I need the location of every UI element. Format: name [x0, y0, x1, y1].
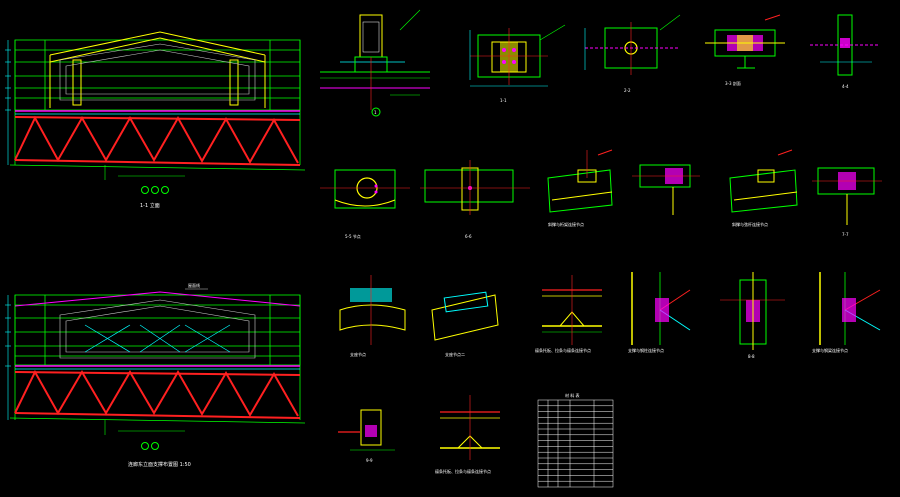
top-elevation-inner-frame [59, 43, 256, 101]
detail-18: 9-9 [338, 409, 395, 463]
detail-13-title: 支座节点二 [445, 351, 465, 357]
bottom-elevation-roofline [14, 291, 301, 307]
detail-11: 7-7 [812, 167, 882, 237]
detail-5: 4-4 [810, 14, 880, 89]
material-table: 材 料 表 [537, 392, 614, 488]
bottom-elevation-inner-frame [59, 299, 256, 359]
detail-13: 支座节点二 [431, 291, 499, 357]
bottom-elevation-view: 屋面线 [5, 282, 306, 468]
detail-14: 檩条托板、拉条与檩条连接节点 [535, 275, 602, 353]
detail-3: 2-2 [584, 14, 681, 93]
detail-4-title: 3-3 剖面 [725, 80, 741, 86]
detail-4: 3-3 剖面 [705, 14, 785, 86]
axis-bubble-d [141, 442, 149, 450]
material-table-title: 材 料 表 [565, 392, 580, 398]
bottom-roof-label: 屋面线 [188, 282, 200, 288]
axis-bubble-b [151, 186, 159, 194]
detail-5-title: 4-4 [842, 84, 849, 89]
detail-11-title: 7-7 [842, 232, 849, 237]
material-table-border [537, 399, 614, 488]
detail-8: 斜撑与桁架连接节点 [547, 149, 613, 227]
axis-bubble-a [141, 186, 149, 194]
top-elevation-view: 1-1 立面 [5, 31, 306, 209]
top-elevation-title: 1-1 立面 [140, 202, 160, 209]
detail-8-title: 斜撑与桁架连接节点 [548, 221, 584, 227]
detail-10: 斜撑与弦杆连接节点 [729, 149, 798, 227]
bottom-elevation-frame [14, 294, 301, 420]
detail-10-title: 斜撑与弦杆连接节点 [732, 221, 768, 227]
detail-6: 5-5 节点 [320, 169, 410, 239]
detail-18-title: 9-9 [366, 458, 373, 463]
detail-15: 支撑与钢柱连接节点 [628, 272, 691, 353]
detail-2-title: 1-1 [500, 98, 507, 103]
detail-12: 支座节点 [339, 275, 406, 357]
detail-1-title: 1 [374, 110, 377, 115]
top-elevation-frame [14, 39, 301, 165]
detail-2: 1-1 [469, 24, 566, 103]
top-elevation-ground [9, 164, 306, 171]
axis-bubble-e [151, 442, 159, 450]
detail-15-title: 支撑与钢柱连接节点 [628, 347, 664, 353]
detail-19: 檩条托板、拉条与檩条连接节点 [435, 395, 500, 474]
bottom-elevation-bracing [84, 324, 231, 353]
top-elevation-truss [14, 115, 301, 166]
detail-9 [632, 164, 700, 215]
detail-17: 支撑与钢梁连接节点 [812, 272, 881, 353]
axis-bubble-c [161, 186, 169, 194]
detail-17-title: 支撑与钢梁连接节点 [812, 347, 848, 353]
detail-3-title: 2-2 [624, 88, 631, 93]
detail-16: 8-8 [720, 272, 785, 359]
detail-7-title: 6-6 [465, 234, 472, 239]
top-elevation-roof [49, 31, 266, 108]
bottom-elevation-title: 连廊东立面支撑布置图 1:50 [128, 461, 191, 468]
detail-1: 1 [320, 9, 430, 117]
detail-19-title: 檩条托板、拉条与檩条连接节点 [435, 468, 491, 474]
detail-14-title: 檩条托板、拉条与檩条连接节点 [535, 347, 591, 353]
bottom-elevation-truss [14, 369, 301, 419]
detail-12-title: 支座节点 [350, 351, 366, 357]
detail-7: 6-6 [420, 160, 530, 239]
detail-16-title: 8-8 [748, 354, 755, 359]
top-elevation-dim-left [5, 40, 11, 165]
detail-6-title: 5-5 节点 [345, 233, 361, 239]
